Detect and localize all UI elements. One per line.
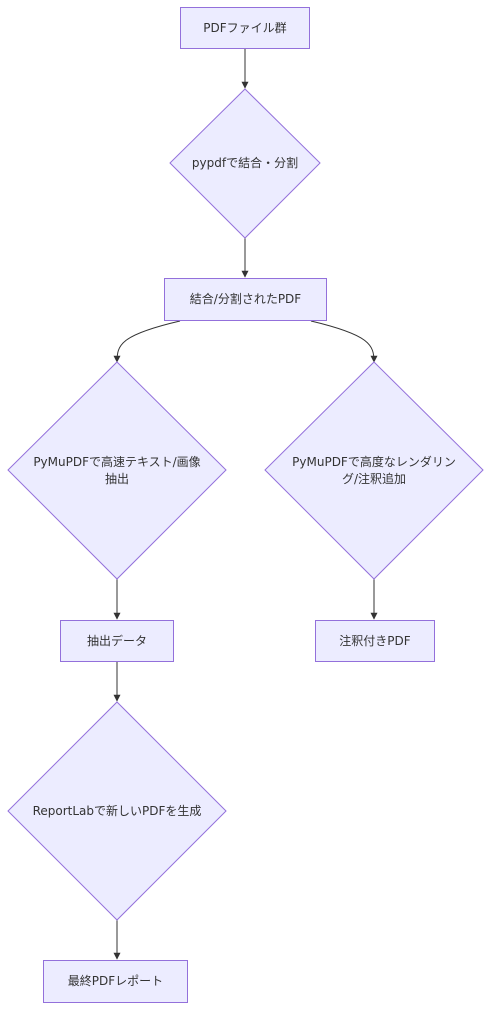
node-pypdf-step[interactable]: pypdfで結合・分割: [170, 89, 320, 238]
node-annotated-pdf-label: 注釈付きPDF: [339, 633, 411, 648]
node-pdf-files[interactable]: PDFファイル群: [180, 7, 310, 49]
node-merged-pdf[interactable]: 結合/分割されたPDF: [164, 278, 327, 321]
edge-merged-pdf-to-render: [310, 320, 378, 363]
node-reportlab-step-label: ReportLabで新しいPDFを生成: [32, 803, 202, 818]
node-pymupdf-render[interactable]: PyMuPDFで高度なレンダリング/注釈追加: [265, 362, 483, 579]
node-pymupdf-extract-label: PyMuPDFで高速テキスト/画像抽出: [33, 454, 201, 486]
edge-merged-pdf-to-extract: [113, 320, 181, 363]
node-pypdf-step-label: pypdfで結合・分割: [191, 156, 299, 170]
node-merged-pdf-label: 結合/分割されたPDF: [189, 292, 302, 306]
node-pymupdf-render-label: PyMuPDFで高度なレンダリング/注釈追加: [292, 454, 456, 486]
node-pdf-files-label: PDFファイル群: [203, 20, 287, 35]
node-reportlab-step[interactable]: ReportLabで新しいPDFを生成: [8, 702, 226, 920]
node-extracted-data[interactable]: 抽出データ: [60, 620, 174, 662]
reportlab-diamond-shape: [7, 701, 227, 921]
node-extracted-data-label: 抽出データ: [86, 633, 147, 648]
render-diamond-shape: [264, 361, 484, 580]
pypdf-diamond-shape: [169, 88, 321, 239]
node-annotated-pdf[interactable]: 注釈付きPDF: [315, 620, 435, 662]
node-final-report[interactable]: 最終PDFレポート: [43, 960, 188, 1003]
extract-diamond-shape: [7, 361, 227, 580]
node-final-report-label: 最終PDFレポート: [67, 974, 164, 988]
node-pymupdf-extract[interactable]: PyMuPDFで高速テキスト/画像抽出: [8, 362, 226, 579]
